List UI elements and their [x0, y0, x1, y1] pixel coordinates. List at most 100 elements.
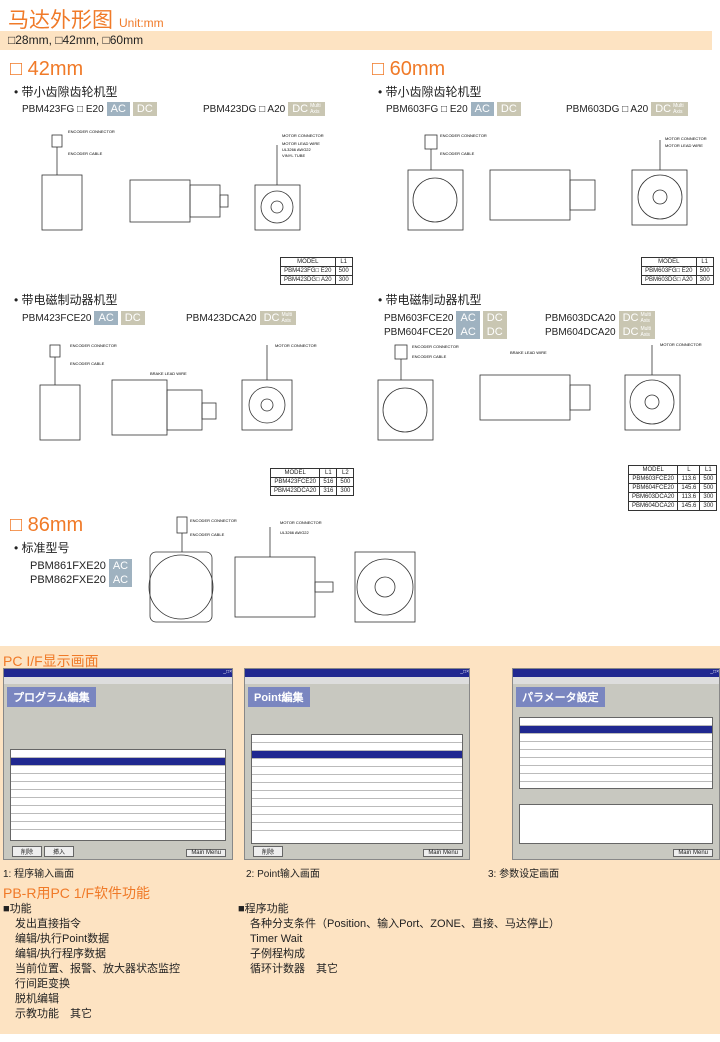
unit-label: Unit:mm: [119, 16, 164, 30]
td: PBM603DCA20: [627, 492, 679, 502]
td: 113.6: [677, 492, 701, 502]
list-item: Timer Wait: [250, 933, 303, 945]
td: 113.6: [677, 474, 701, 484]
pc-heading: PC I/F显示画面: [3, 653, 99, 669]
menu-bar: [4, 677, 232, 684]
dc-badge: DC: [482, 325, 507, 339]
list-item: 发出直接指令: [15, 918, 81, 930]
gear-type-label: 带小齿隙齿轮机型: [14, 83, 118, 100]
screen-title: プログラム編集: [7, 687, 96, 707]
heading-60mm: □ 60mm: [372, 58, 446, 80]
screenshot-parameter: _□× パラメータ設定 Main Menu: [512, 668, 720, 860]
encoder-connector-label: ENCODER CONNECTOR: [440, 133, 487, 138]
multi-text: Multi: [281, 312, 293, 319]
td: 300: [334, 275, 353, 285]
insert-button[interactable]: 挿入: [44, 846, 75, 857]
motor-drawing-60-gear: ENCODER CONNECTOR ENCODER CABLE MOTOR CO…: [407, 133, 707, 231]
motor-connector-label: MOTOR CONNECTOR: [275, 343, 317, 348]
dc-badge: DC: [120, 311, 145, 325]
brake-lead-label: BRAKE LEAD WIRE: [150, 371, 187, 376]
motor-drawing-60-brake: ENCODER CONNECTOR ENCODER CABLE BRAKE LE…: [377, 342, 702, 441]
td: PBM423FCE20: [269, 477, 321, 487]
data-grid[interactable]: [519, 717, 713, 789]
dc-text: DC: [263, 312, 280, 324]
main-menu-button[interactable]: Main Menu: [423, 849, 463, 857]
motor-connector-label: MOTOR CONNECTOR: [660, 342, 702, 347]
motor-connector-label: MOTOR CONNECTOR: [665, 136, 707, 141]
encoder-cable-label: ENCODER CABLE: [70, 361, 105, 366]
td: PBM423DG□ A20: [280, 275, 336, 285]
axis-text: Axis: [640, 332, 650, 339]
td: 500: [695, 266, 714, 276]
td: PBM604FCE20: [627, 483, 679, 493]
list-item: 脱机编辑: [15, 993, 59, 1005]
model-name: PBM603DCA20: [545, 312, 616, 324]
list-item: 行间距变换: [15, 978, 70, 990]
list-title: ■程序功能: [238, 903, 289, 915]
data-grid[interactable]: [10, 749, 226, 841]
standard-type-label: 标准型号: [14, 539, 70, 556]
th: L1: [334, 257, 353, 267]
th: L: [677, 465, 701, 475]
dc-text: DC: [622, 326, 639, 338]
model-name: PBM423DCA20: [186, 312, 257, 324]
th: L1: [699, 465, 718, 475]
gear-type-label: 带小齿隙齿轮机型: [378, 83, 482, 100]
td: PBM603FCE20: [627, 474, 679, 484]
list-item: 循环计数器 其它: [250, 963, 338, 975]
ac-badge: AC: [94, 311, 118, 325]
main-menu-button[interactable]: Main Menu: [673, 849, 713, 857]
th: MODEL: [641, 257, 697, 267]
function-list: ■功能 发出直接指令 编辑/执行Point数据 编辑/执行程序数据 当前位置、报…: [3, 902, 180, 1022]
ac-badge: AC: [106, 102, 130, 116]
multi-text: Multi: [310, 103, 321, 110]
motor-drawing-42-gear: ENCODER CONNECTOR ENCODER CABLE MOTOR CO…: [41, 129, 324, 231]
screenshot-program: _□× プログラム編集 削除 挿入 Main Menu: [3, 668, 233, 860]
td: 500: [699, 483, 718, 493]
td: 300: [695, 275, 714, 285]
ul-label: UL3266 AWG22: [280, 530, 310, 535]
delete-button[interactable]: 削除: [12, 846, 43, 857]
td: 500: [336, 477, 355, 487]
list-item: 各种分支条件（Position、输入Port、ZONE、直接、马达停止）: [250, 918, 560, 930]
model-name: PBM423FCE20: [22, 312, 92, 324]
model-name: PBM423FG □ E20: [22, 103, 104, 115]
vinyl-tube-label: VINYL TUBE: [282, 153, 305, 158]
delete-button[interactable]: 削除: [253, 846, 284, 857]
encoder-cable-label: ENCODER CABLE: [190, 532, 225, 537]
menu-bar: [513, 677, 719, 684]
td: 500: [699, 474, 718, 484]
brake-type-label: 带电磁制动器机型: [378, 291, 482, 308]
ac-badge: AC: [456, 311, 480, 325]
td: PBM423FG□ E20: [280, 266, 336, 276]
model-name: PBM603DG □ A20: [566, 103, 649, 115]
multi-text: Multi: [640, 326, 652, 333]
th: MODEL: [627, 465, 679, 475]
dc-text: DC: [655, 103, 672, 115]
motor-lead-label: MOTOR LEAD WIRE: [665, 143, 703, 148]
list-item: 当前位置、报警、放大器状态监控: [15, 963, 180, 975]
td: 145.6: [677, 483, 701, 493]
main-menu-button[interactable]: Main Menu: [186, 849, 226, 857]
model-name: PBM861FXE20: [30, 560, 106, 572]
data-grid[interactable]: [251, 734, 463, 844]
td: 500: [334, 266, 353, 276]
td: PBM603DG□ A20: [641, 275, 697, 285]
dc-badge: DC: [132, 102, 157, 116]
multi-text: Multi: [640, 312, 652, 319]
model-name: PBM862FXE20: [30, 574, 106, 586]
list-item: 编辑/执行Point数据: [15, 933, 110, 945]
dc-text: DC: [622, 312, 639, 324]
list-item: 编辑/执行程序数据: [15, 948, 107, 960]
dc-badge: DC: [482, 311, 507, 325]
td: 300: [336, 486, 355, 496]
model-name: PBM603FCE20: [384, 312, 454, 324]
